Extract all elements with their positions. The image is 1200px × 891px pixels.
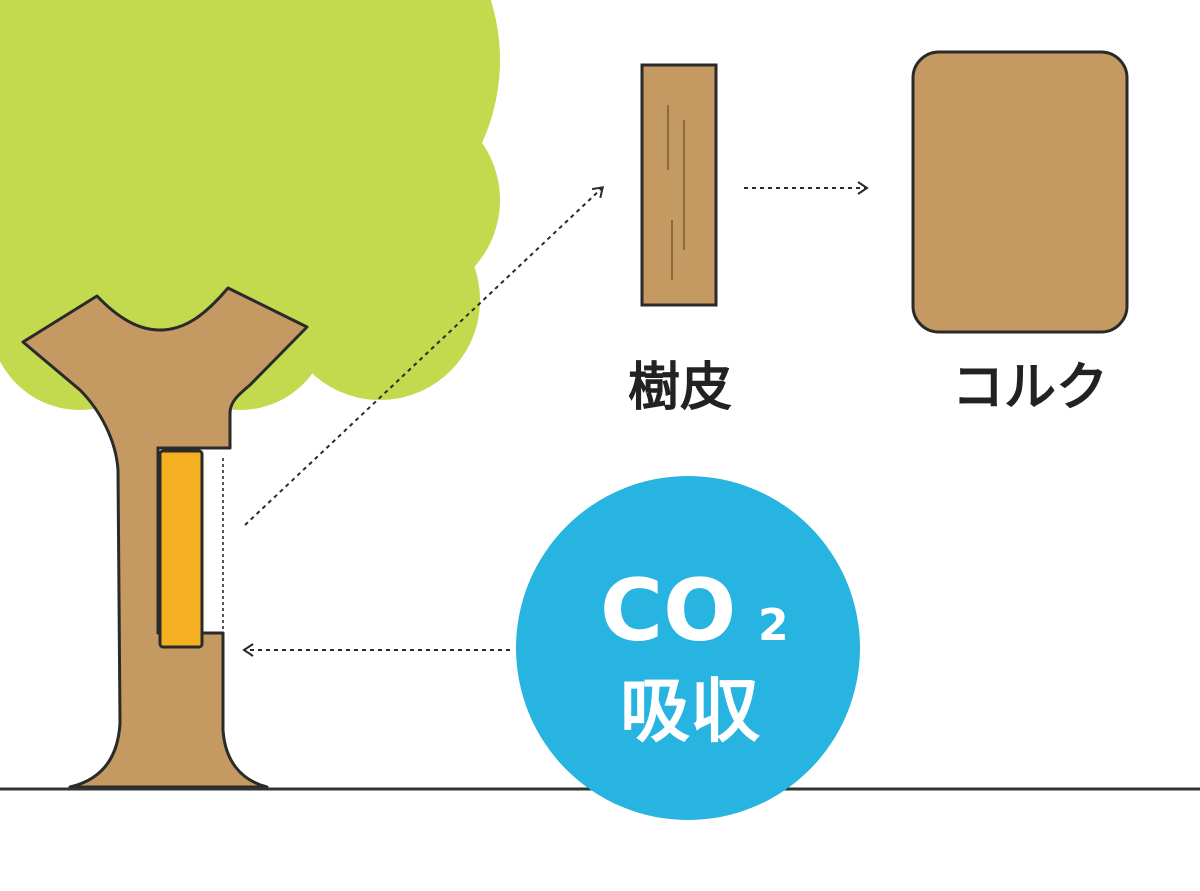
cork-label: コルク bbox=[952, 358, 1108, 418]
harvested-bark-strip bbox=[158, 449, 204, 649]
arrow-tree-to-bark bbox=[244, 186, 605, 526]
absorption-label: 吸収 bbox=[620, 670, 760, 752]
co2-subscript: 2 bbox=[758, 600, 789, 651]
co2-label: CO bbox=[600, 561, 736, 661]
co2-absorption-circle bbox=[516, 476, 860, 820]
bark-label: 樹皮 bbox=[628, 358, 732, 418]
cork-block bbox=[911, 50, 1129, 334]
bark-piece bbox=[640, 63, 718, 307]
